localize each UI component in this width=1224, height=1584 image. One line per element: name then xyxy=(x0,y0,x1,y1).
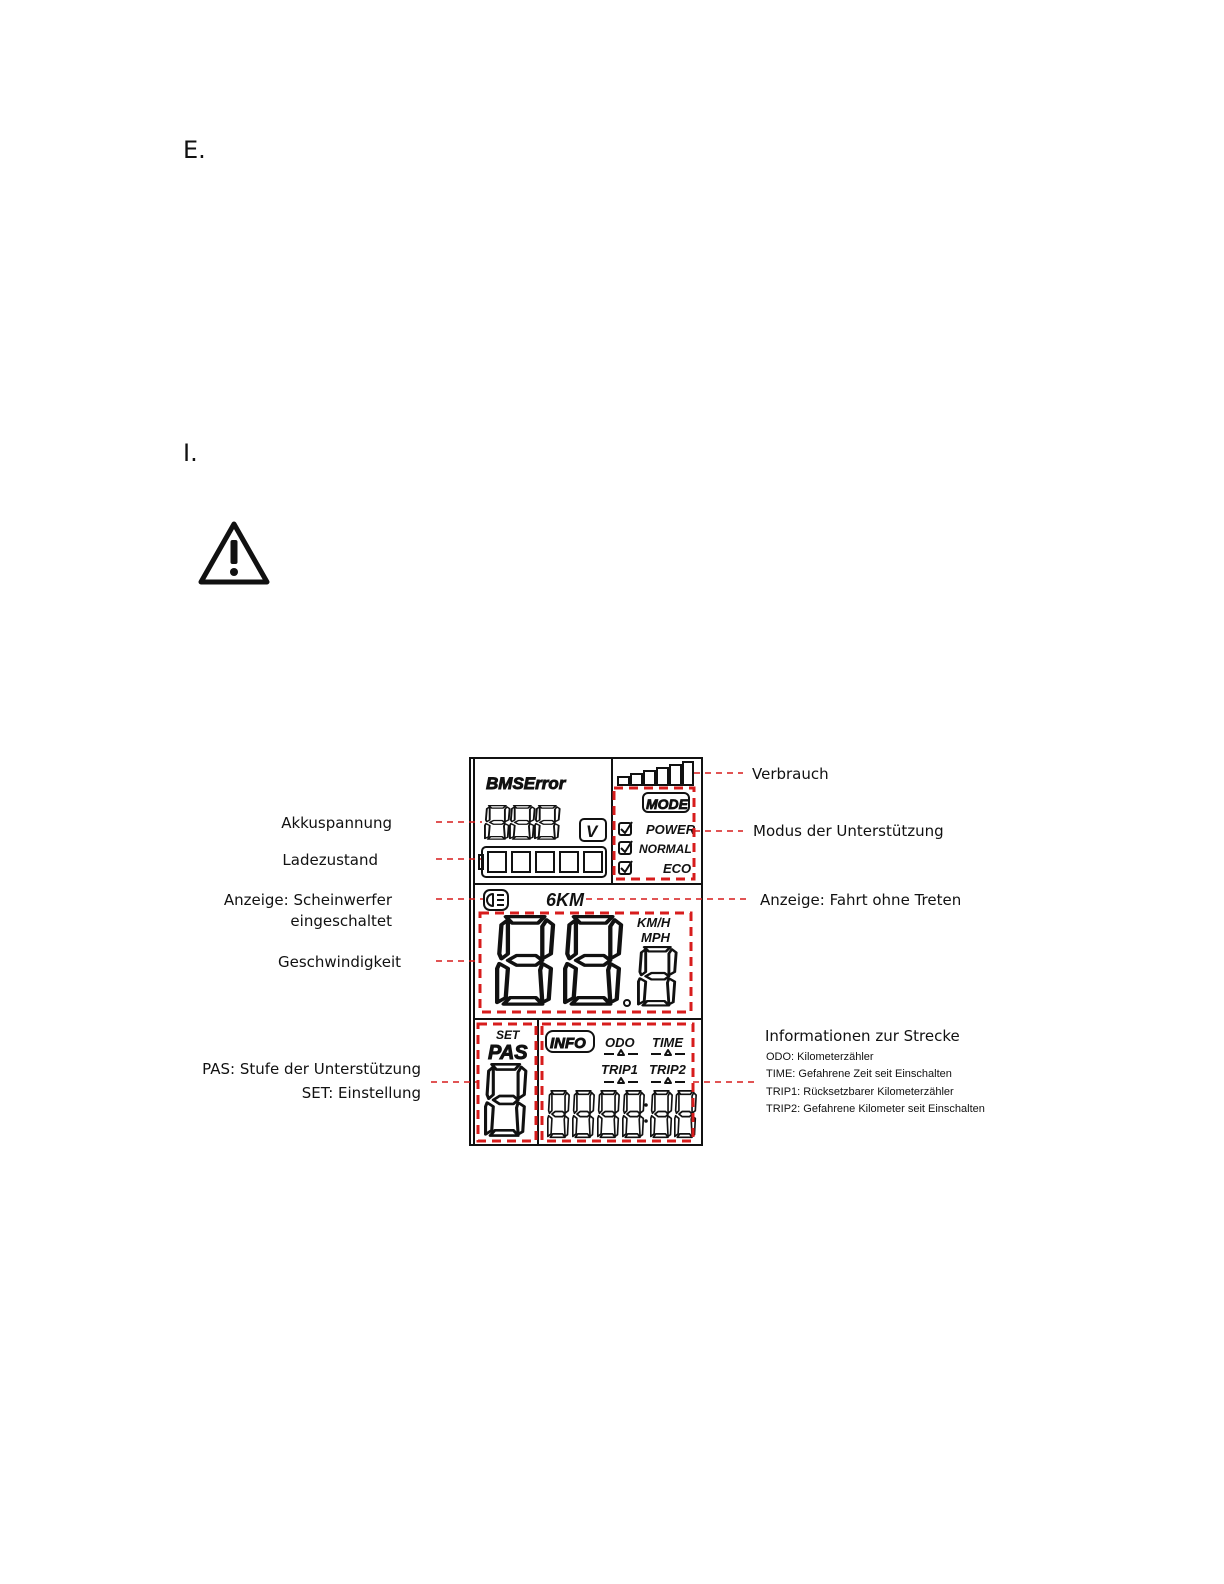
pas-text: PAS xyxy=(488,1042,528,1064)
label-consumption: Verbrauch xyxy=(752,765,829,783)
label-headlight-line2: eingeschaltet xyxy=(290,912,392,930)
mode-power: POWER xyxy=(646,822,696,837)
volt-unit: V xyxy=(586,822,599,841)
speed-unit-kmh: KM/H xyxy=(637,915,671,930)
section-letter-e: E. xyxy=(183,136,206,164)
mode-text: MODE xyxy=(646,796,689,812)
mode-eco: ECO xyxy=(663,861,691,876)
label-pas-line2: SET: Einstellung xyxy=(302,1084,421,1102)
time-text: TIME xyxy=(652,1035,683,1050)
label-battery-voltage: Akkuspannung xyxy=(281,814,392,832)
set-text: SET xyxy=(496,1028,521,1042)
trip-indicator-marks xyxy=(604,1049,685,1084)
battery-gauge xyxy=(478,846,607,878)
speed-unit-mph: MPH xyxy=(641,930,671,945)
walk-assist-text: 6KM xyxy=(546,890,585,910)
voltage-digits xyxy=(484,804,561,841)
label-trip-time: TIME: Gefahrene Zeit seit Einschalten xyxy=(766,1068,952,1080)
label-speed: Geschwindigkeit xyxy=(278,953,401,971)
trip1-text: TRIP1 xyxy=(601,1062,638,1077)
info-text: INFO xyxy=(550,1035,586,1052)
section-letter-i: I. xyxy=(183,439,198,467)
odo-text: ODO xyxy=(605,1035,635,1050)
label-trip-odo: ODO: Kilometerzähler xyxy=(766,1051,874,1063)
warning-triangle-icon xyxy=(198,521,270,585)
label-pas-line1: PAS: Stufe der Unterstützung xyxy=(202,1060,421,1078)
label-charge-state: Ladezustand xyxy=(282,851,378,869)
leader-lines xyxy=(431,772,755,1083)
speed-digits xyxy=(497,917,678,1007)
label-walk-mode: Anzeige: Fahrt ohne Treten xyxy=(760,891,961,909)
mode-checkboxes xyxy=(618,821,633,875)
label-assist-mode: Modus der Unterstützung xyxy=(753,822,944,840)
label-trip-trip1: TRIP1: Rücksetzbarer Kilometerzähler xyxy=(766,1086,954,1098)
trip2-text: TRIP2 xyxy=(649,1062,687,1077)
mode-normal: NORMAL xyxy=(639,842,692,856)
volt-unit-box xyxy=(579,818,607,842)
trip-digits xyxy=(546,1089,698,1139)
label-trip-title: Informationen zur Strecke xyxy=(765,1027,960,1045)
mode-box xyxy=(642,792,690,813)
consumption-bars xyxy=(617,761,694,786)
headlight-icon xyxy=(483,889,509,911)
lcd-frame xyxy=(469,757,703,1146)
bms-error-text: BMSError xyxy=(486,774,567,793)
info-box xyxy=(545,1030,595,1053)
pas-digit xyxy=(483,1062,528,1138)
label-headlight-line1: Anzeige: Scheinwerfer xyxy=(224,891,393,909)
label-trip-trip2: TRIP2: Gefahrene Kilometer seit Einschal… xyxy=(766,1103,985,1115)
